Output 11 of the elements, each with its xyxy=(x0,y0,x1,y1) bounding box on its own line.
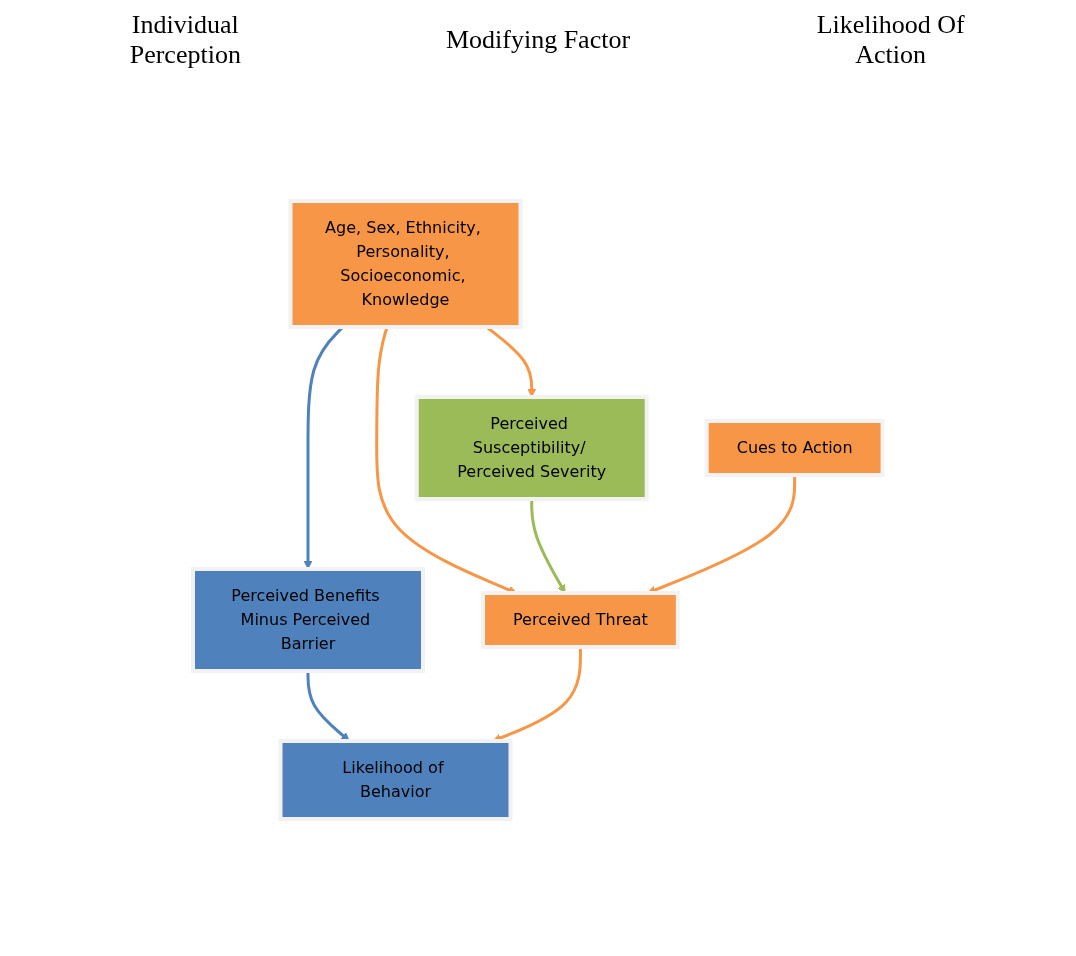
column-heading: Modifying Factor xyxy=(445,25,631,55)
node-box: Perceived Susceptibility/ Perceived Severity xyxy=(414,395,649,501)
node-box: Age, Sex, Ethnicity, Personality, Socioeconomic, Knowledge xyxy=(288,199,523,329)
arrow xyxy=(306,671,350,742)
node-box: Perceived Benefits Minus Perceived Barrier xyxy=(191,567,426,673)
arrow xyxy=(530,499,566,594)
node-box: Perceived Threat xyxy=(481,591,681,649)
node-box: Likelihood of Behavior xyxy=(278,739,513,821)
column-heading: Individual Perception xyxy=(128,10,242,70)
node-box: Cues to Action xyxy=(704,419,885,477)
column-heading: Likelihood Of Action xyxy=(815,10,966,70)
